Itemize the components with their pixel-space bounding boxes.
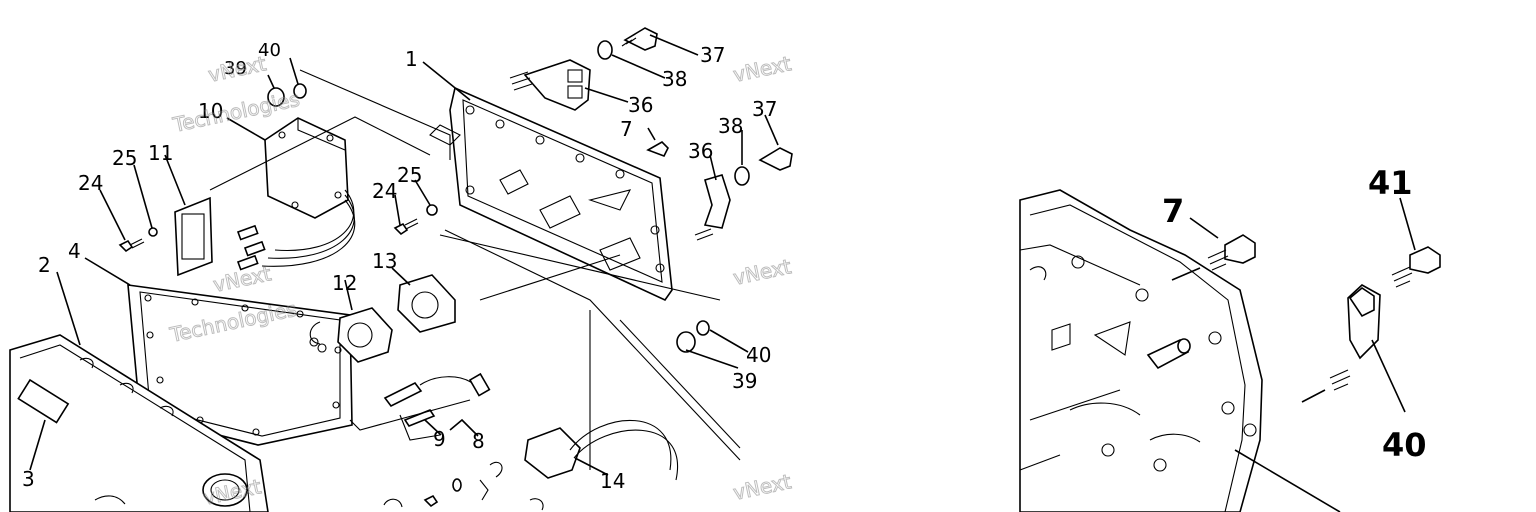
callout-12: 12 [332,271,357,295]
callout-8: 8 [472,429,485,453]
watermark-line1: vNext [731,254,793,290]
callout-11: 11 [148,141,173,165]
callout-24-mid: 24 [372,179,397,203]
callout-38-right: 38 [718,114,743,138]
watermark-line1: vNext [731,51,793,87]
callout-25-mid: 25 [397,163,422,187]
detail-callout-40: 40 [1382,426,1427,464]
callout-2: 2 [38,253,51,277]
callout-24-left: 24 [78,171,103,195]
callout-38-top: 38 [662,67,687,91]
watermark-line1: vNext [206,51,268,87]
callout-1: 1 [405,47,418,71]
callout-3: 3 [22,467,35,491]
callout-37-top: 37 [700,43,725,67]
detail-callout-41: 41 [1368,164,1413,202]
right-detail-view: 7 41 40 [1019,164,1441,512]
callout-7: 7 [620,117,633,141]
detail-callout-7: 7 [1162,192,1184,230]
left-exploded-view: 1 2 3 4 7 8 9 10 11 12 13 14 24 25 24 25… [9,27,793,512]
callout-36-top: 36 [628,93,653,117]
callout-40-top: 40 [258,40,281,61]
callout-25-left: 25 [112,146,137,170]
callout-9: 9 [433,427,446,451]
callout-40-right: 40 [746,343,771,367]
callout-39-right: 39 [732,369,757,393]
callout-10: 10 [198,99,223,123]
callout-14: 14 [600,469,625,493]
callout-36-right: 36 [688,139,713,163]
callout-4: 4 [68,239,81,263]
watermark-line1: vNext [731,469,793,505]
callout-37-right: 37 [752,97,777,121]
watermark-line1: vNext [211,261,273,297]
callout-13: 13 [372,249,397,273]
callout-39-top: 39 [224,58,247,79]
